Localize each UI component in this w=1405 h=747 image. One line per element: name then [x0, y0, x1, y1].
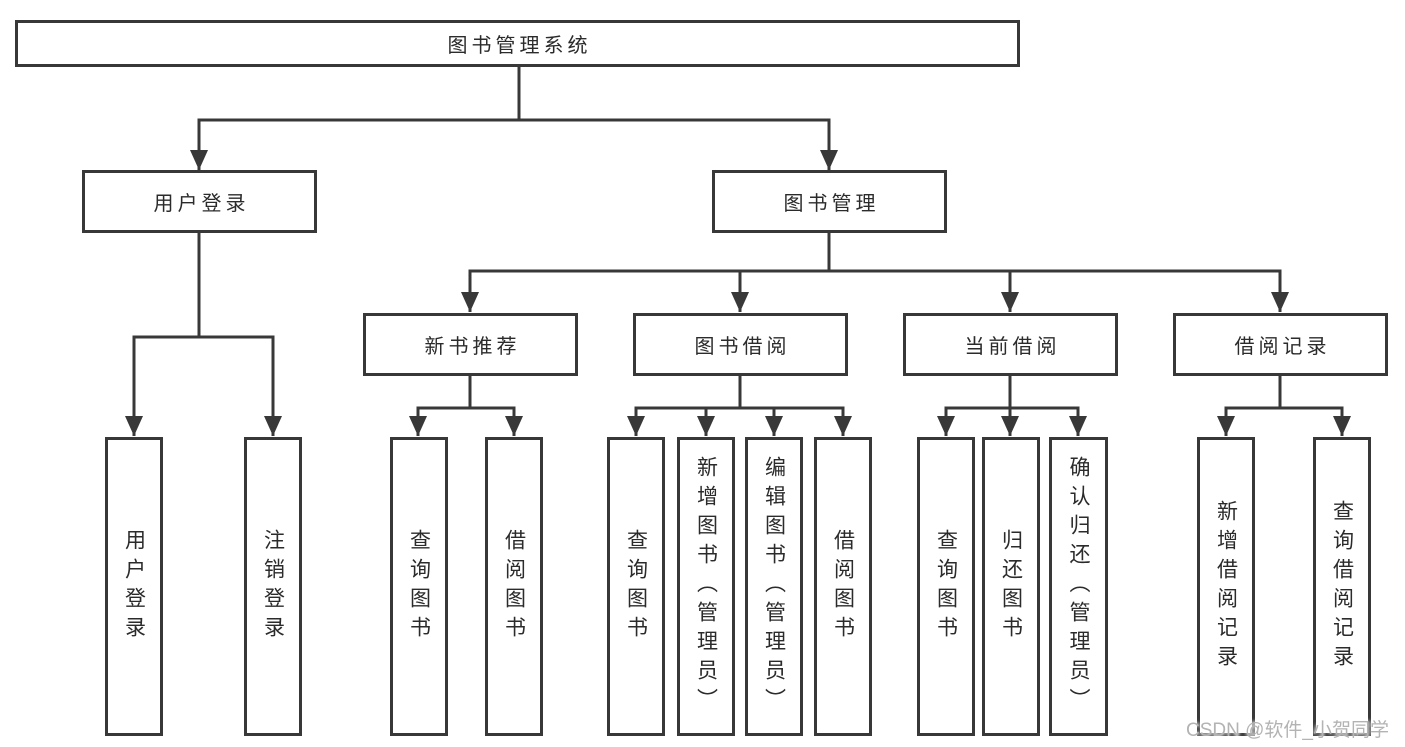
- csdn-watermark: CSDN @软件_小贺同学: [1186, 720, 1389, 741]
- leaf-query-borrowing-record: 查询借阅记录: [1313, 437, 1371, 736]
- leaf-label: 借阅图书: [831, 528, 855, 645]
- node-book-management: 图书管理: [712, 170, 947, 233]
- node-label: 图书管理系统: [447, 35, 592, 57]
- node-label: 用户登录: [153, 193, 250, 215]
- leaf-borrow-books-recommend: 借阅图书: [485, 437, 543, 736]
- leaf-label: 确认归还（管理员）: [1067, 456, 1090, 717]
- node-new-book-recommendation: 新书推荐: [363, 313, 578, 376]
- node-book-borrowing: 图书借阅: [633, 313, 848, 376]
- node-library-management-system: 图书管理系统: [15, 20, 1020, 67]
- leaf-return-books: 归还图书: [982, 437, 1040, 736]
- node-label: 当前借阅: [964, 336, 1061, 358]
- leaf-logout-login: 注销登录: [244, 437, 302, 736]
- leaf-query-books-borrowing: 查询图书: [607, 437, 665, 736]
- node-label: 新书推荐: [424, 336, 521, 358]
- leaf-confirm-return-admin: 确认归还（管理员）: [1049, 437, 1108, 736]
- leaf-query-books-current: 查询图书: [917, 437, 975, 736]
- leaf-add-books-admin: 新增图书（管理员）: [677, 437, 735, 736]
- leaf-label: 借阅图书: [502, 528, 526, 645]
- leaf-label: 归还图书: [999, 528, 1023, 645]
- connector-new-book-recommendation-branch: [409, 376, 523, 436]
- leaf-label: 新增图书（管理员）: [694, 456, 718, 717]
- connector-current-borrowing-branch: [937, 376, 1087, 436]
- leaf-label: 查询借阅记录: [1330, 499, 1354, 674]
- leaf-borrow-books: 借阅图书: [814, 437, 872, 736]
- leaf-edit-books-admin: 编辑图书（管理员）: [745, 437, 803, 736]
- leaf-label: 新增借阅记录: [1214, 499, 1238, 674]
- leaf-label: 查询图书: [624, 528, 648, 645]
- leaf-query-books-recommend: 查询图书: [390, 437, 448, 736]
- connector-book-management-branch: [461, 232, 1289, 312]
- leaf-label: 查询图书: [934, 528, 958, 645]
- node-borrowing-records: 借阅记录: [1173, 313, 1388, 376]
- leaf-label: 用户登录: [122, 528, 146, 645]
- leaf-label: 注销登录: [261, 528, 285, 645]
- node-user-login: 用户登录: [82, 170, 317, 233]
- leaf-label: 编辑图书（管理员）: [762, 456, 786, 717]
- node-label: 图书借阅: [694, 336, 791, 358]
- node-label: 图书管理: [783, 193, 880, 215]
- leaf-user-login: 用户登录: [105, 437, 163, 736]
- connector-root-to-level1: [190, 66, 838, 170]
- node-current-borrowing: 当前借阅: [903, 313, 1118, 376]
- connector-user-login-branch: [125, 232, 282, 436]
- connector-book-borrowing-branch: [627, 376, 852, 436]
- connector-borrowing-records-branch: [1217, 376, 1351, 436]
- node-label: 借阅记录: [1234, 336, 1331, 358]
- leaf-add-borrowing-record: 新增借阅记录: [1197, 437, 1255, 736]
- leaf-label: 查询图书: [407, 528, 431, 645]
